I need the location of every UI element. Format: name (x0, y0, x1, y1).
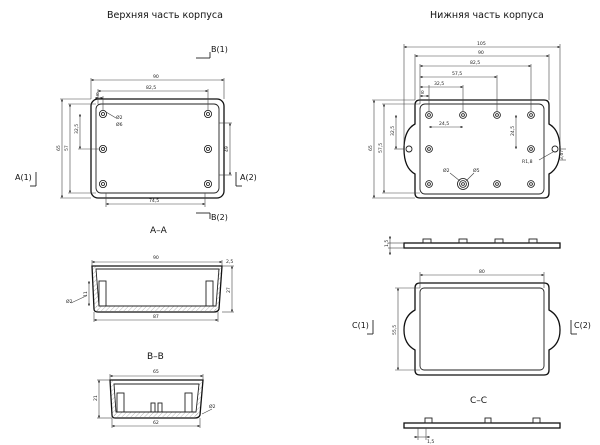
aa-dim-87: 87 (153, 314, 159, 320)
bottom-dim-57-v: 57,5 (378, 143, 384, 153)
bottom-dim-32-v: 32,5 (390, 126, 396, 136)
plate-dim-55: 55,5 (392, 325, 398, 335)
top-dim-d2: Ø2 (116, 114, 123, 121)
aa-dim-d2: Ø2 (66, 298, 73, 305)
bottom-part-plan-view: 105 90 82,5 57,5 32,5 8 24,5 65 57,5 32,… (368, 41, 566, 199)
top-outer-contour (90, 98, 225, 199)
svg-text:B(2): B(2) (211, 213, 228, 222)
top-dim-8: 8 (96, 92, 99, 98)
bottom-dim-24-v: 24,5 (510, 126, 516, 136)
side-dim-1-5: 1,5 (384, 240, 390, 247)
bb-dim-21: 21 (93, 395, 99, 401)
top-mounting-holes (99, 110, 212, 188)
bottom-dim-90: 90 (478, 50, 484, 56)
bottom-dim-57: 57,5 (452, 71, 462, 77)
svg-text:C(2): C(2) (574, 321, 591, 330)
plate-dim-80: 80 (479, 269, 485, 275)
aa-dim-11: 11 (83, 291, 89, 297)
top-part-title: Верхняя часть корпуса (107, 10, 223, 21)
svg-text:A(2): A(2) (240, 173, 257, 182)
bottom-part-title: Нижняя часть корпуса (430, 10, 544, 21)
section-marker-c2: C(2) (570, 320, 591, 335)
top-dim-74: 74,5 (149, 198, 159, 204)
aa-dim-27: 27 (226, 287, 232, 293)
svg-text:A(1): A(1) (15, 173, 32, 182)
bottom-side-view: 1,5 (384, 236, 561, 255)
top-dim-49: 49 (224, 146, 230, 152)
bottom-dim-r18: R1,8 (522, 159, 533, 165)
bb-dim-62: 62 (153, 420, 159, 426)
top-dim-57: 57 (64, 145, 70, 151)
bottom-dim-d2: Ø2 (443, 167, 450, 174)
bottom-dim-d5: Ø5 (473, 167, 480, 174)
section-cc-title: C–C (470, 396, 487, 406)
section-marker-b1: B(1) (196, 45, 228, 59)
section-bb-view: 65 21 Ø2 62 (93, 369, 216, 428)
cc-dim-1-5: 1,5 (427, 439, 434, 445)
svg-text:B(1): B(1) (211, 45, 228, 54)
section-marker-a2: A(2) (235, 172, 257, 187)
section-cc-view: 1,5 (403, 417, 561, 445)
bottom-dim-65: 65 (368, 145, 374, 151)
top-dim-82: 82,5 (146, 85, 156, 91)
section-aa-title: A–A (150, 226, 168, 236)
top-dim-65: 65 (56, 145, 62, 151)
bb-dim-65: 65 (153, 369, 159, 375)
bottom-dim-82: 82,5 (470, 60, 480, 66)
aa-dim-90: 90 (153, 255, 159, 261)
svg-text:C(1): C(1) (352, 321, 369, 330)
section-bb-title: B–B (147, 352, 164, 362)
section-aa-view: 90 2,5 27 11 Ø2 87 (66, 255, 234, 322)
bottom-dim-105: 105 (477, 41, 486, 47)
bottom-inner-contour (419, 103, 545, 195)
bb-dim-d2: Ø2 (209, 403, 216, 410)
bottom-standoffs (425, 111, 535, 190)
top-part-plan-view: 90 82,5 8 Ø2 Ø6 65 57 32,5 49 74,5 (56, 74, 232, 207)
bottom-dim-32: 32,5 (434, 81, 444, 87)
aa-dim-2-5: 2,5 (226, 259, 233, 265)
bottom-plate-view: 80 55,5 (392, 269, 561, 376)
top-inner-contour (95, 103, 220, 194)
bottom-dim-3-67: 3,67 (559, 150, 565, 160)
bottom-dim-24-h: 24,5 (439, 121, 449, 127)
section-marker-c1: C(1) (352, 320, 374, 335)
top-dim-32: 32,5 (74, 124, 80, 134)
section-marker-a1: A(1) (15, 172, 37, 187)
bottom-dim-8: 8 (421, 90, 424, 96)
section-marker-b2: B(2) (196, 212, 228, 222)
top-dim-90: 90 (153, 74, 159, 80)
bottom-outer-contour (403, 99, 561, 199)
top-dim-d6: Ø6 (116, 121, 123, 128)
